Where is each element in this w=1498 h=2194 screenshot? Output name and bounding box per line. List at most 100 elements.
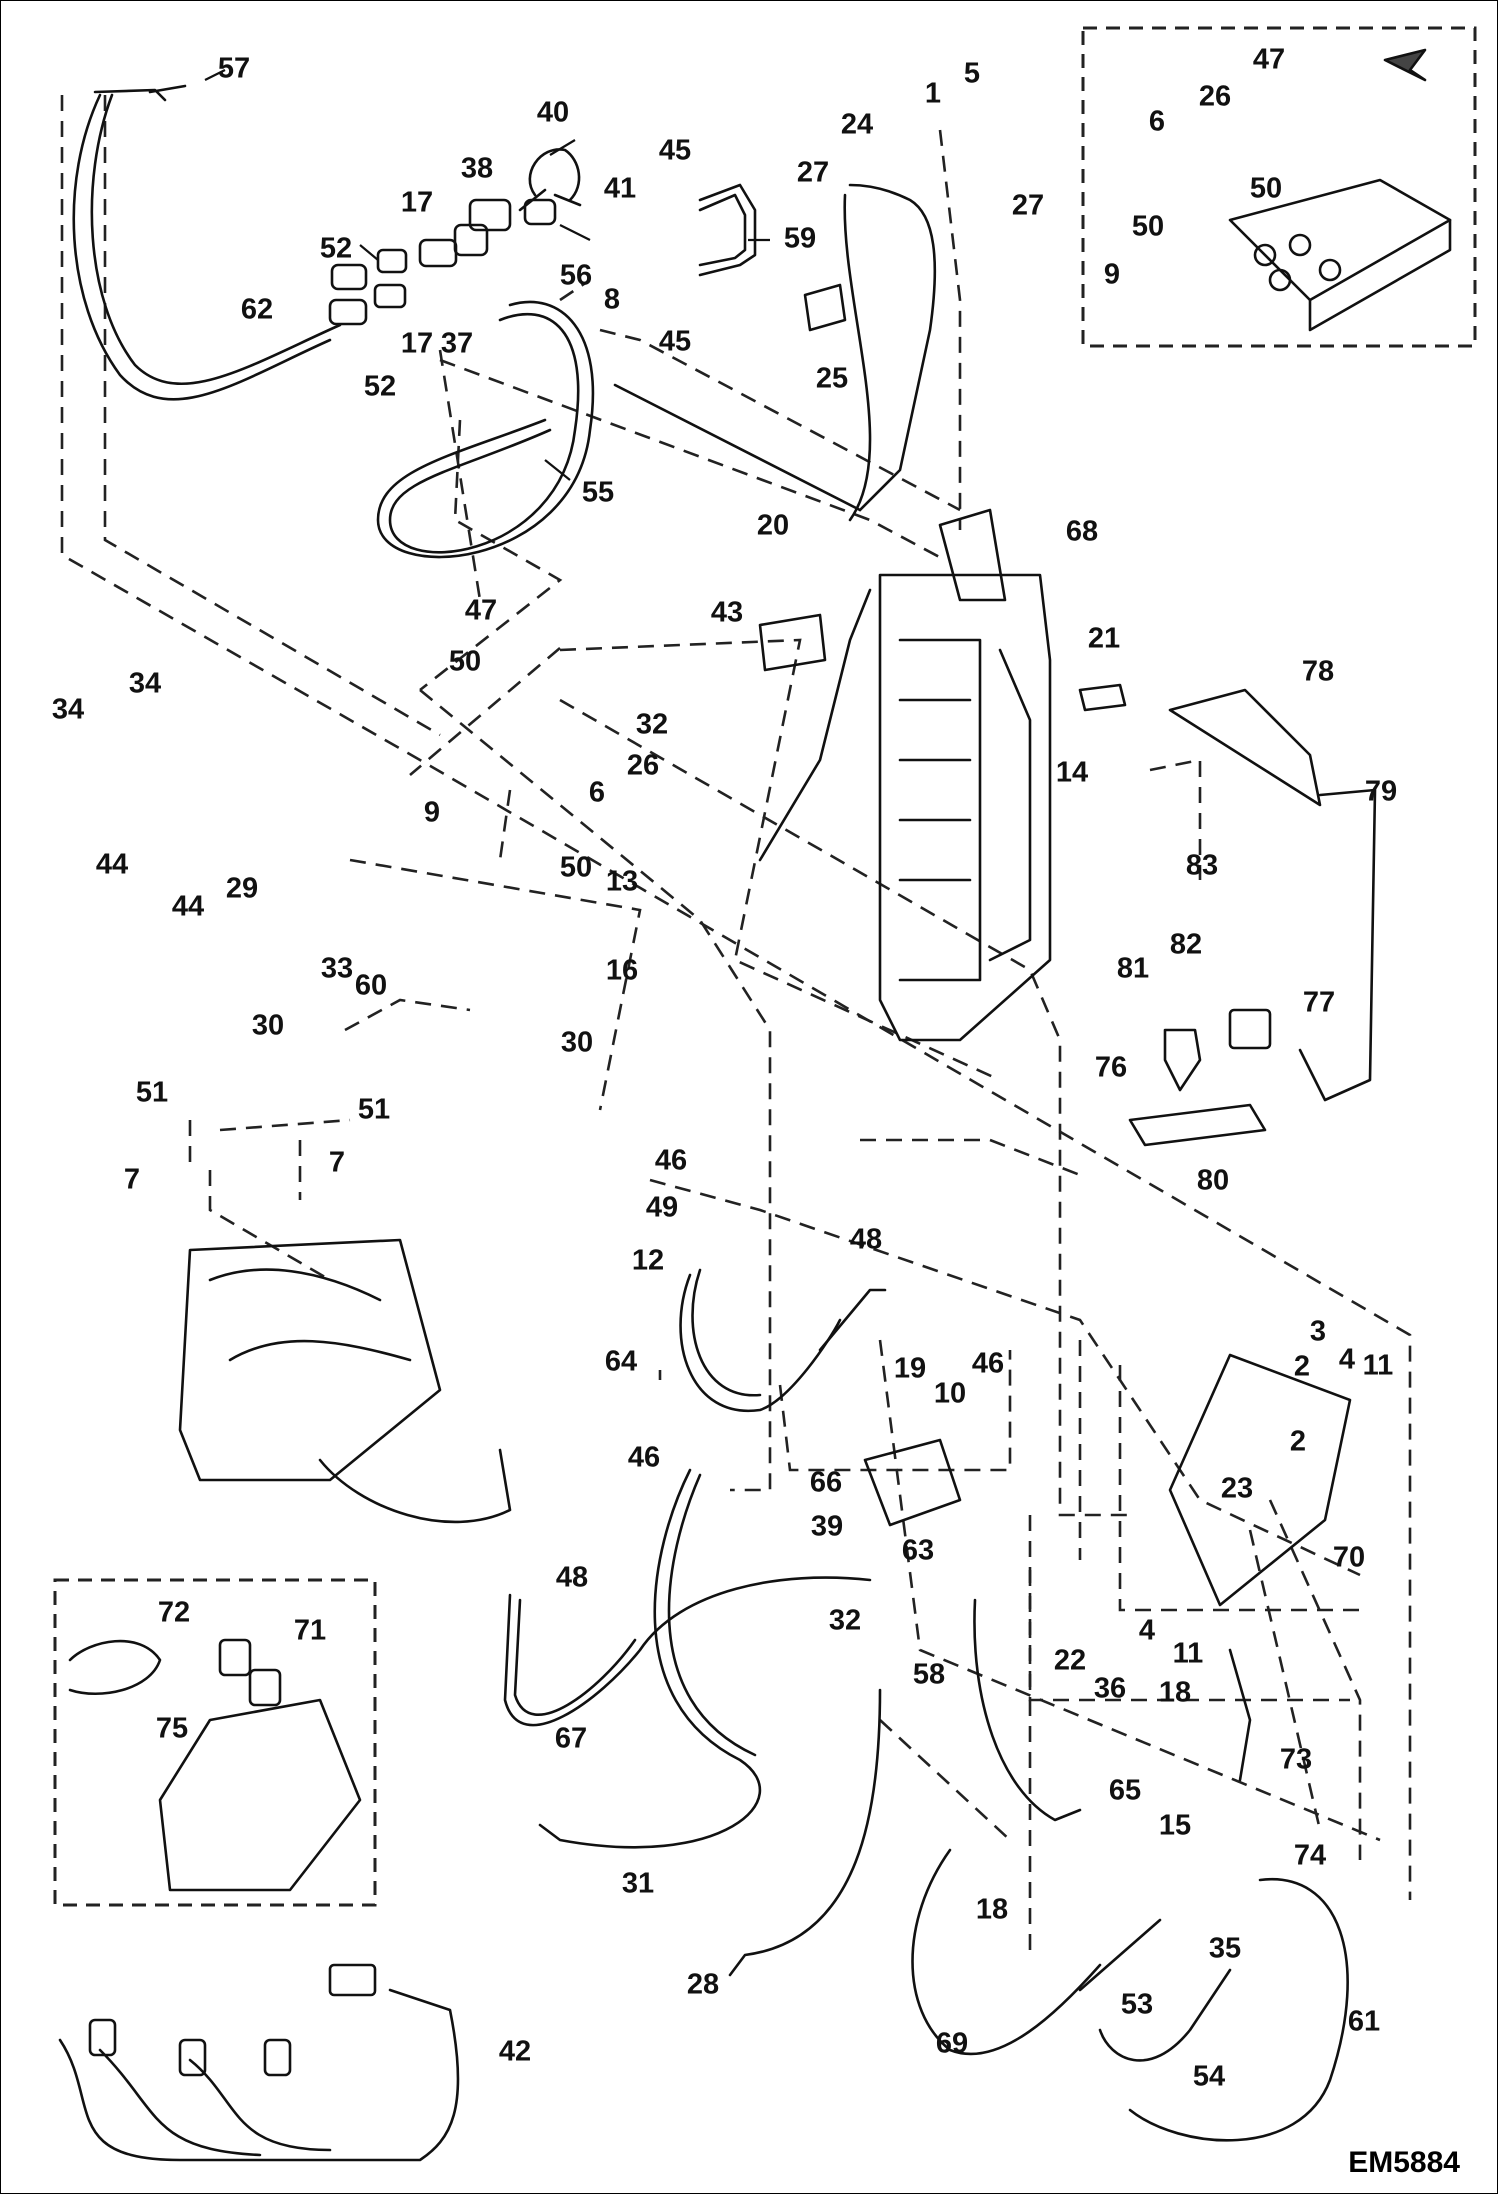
callout-12: 12 <box>632 1245 664 1277</box>
callout-66: 66 <box>810 1467 842 1499</box>
callout-61: 61 <box>1348 2006 1380 2038</box>
callout-63: 63 <box>902 1535 934 1567</box>
callout-67: 67 <box>555 1723 587 1755</box>
callout-29: 29 <box>226 873 258 905</box>
callout-22: 22 <box>1054 1645 1086 1677</box>
callout-7: 7 <box>329 1147 345 1179</box>
inset-frame-bottom-left <box>53 1578 377 1907</box>
callout-73: 73 <box>1280 1744 1312 1776</box>
callout-15: 15 <box>1159 1810 1191 1842</box>
callout-46: 46 <box>628 1442 660 1474</box>
callout-80: 80 <box>1197 1165 1229 1197</box>
inset-bottom-left-artwork <box>68 1638 362 1892</box>
callout-45: 45 <box>659 135 691 167</box>
callout-47: 47 <box>1253 44 1285 76</box>
callout-54: 54 <box>1193 2061 1225 2093</box>
callout-32: 32 <box>636 709 668 741</box>
callout-77: 77 <box>1303 987 1335 1019</box>
callout-40: 40 <box>537 97 569 129</box>
callout-24: 24 <box>841 109 873 141</box>
callout-56: 56 <box>560 260 592 292</box>
callout-28: 28 <box>687 1969 719 2001</box>
callout-38: 38 <box>461 153 493 185</box>
callout-39: 39 <box>811 1511 843 1543</box>
callout-25: 25 <box>816 363 848 395</box>
callout-9: 9 <box>424 797 440 829</box>
callout-18: 18 <box>1159 1677 1191 1709</box>
callout-71: 71 <box>294 1615 326 1647</box>
callout-50: 50 <box>1132 211 1164 243</box>
callout-2: 2 <box>1294 1351 1310 1383</box>
callout-18: 18 <box>976 1894 1008 1926</box>
callout-27: 27 <box>1012 190 1044 222</box>
wire-harness-42 <box>58 1963 460 2162</box>
callout-26: 26 <box>1199 81 1231 113</box>
callout-55: 55 <box>582 477 614 509</box>
control-valve-block <box>178 1238 512 1524</box>
callout-19: 19 <box>894 1353 926 1385</box>
callout-53: 53 <box>1121 1989 1153 2021</box>
callout-17: 17 <box>401 328 433 360</box>
callout-11: 11 <box>1363 1350 1394 1382</box>
callout-41: 41 <box>604 173 636 205</box>
callout-4: 4 <box>1339 1344 1355 1376</box>
cylinder-housing-68 <box>758 508 1052 1042</box>
callout-10: 10 <box>934 1378 966 1410</box>
callout-34: 34 <box>52 694 84 726</box>
callout-75: 75 <box>156 1713 188 1745</box>
callout-60: 60 <box>355 970 387 1002</box>
drawing-number: EM5884 <box>1348 2146 1460 2179</box>
callout-6: 6 <box>589 777 605 809</box>
callout-6: 6 <box>1149 106 1165 138</box>
dashed-routing-lines <box>60 95 1412 1960</box>
callout-30: 30 <box>561 1027 593 1059</box>
leader-ticks <box>204 69 770 481</box>
callout-52: 52 <box>364 371 396 403</box>
callout-69: 69 <box>936 2028 968 2060</box>
callout-8: 8 <box>604 284 620 316</box>
callout-48: 48 <box>850 1224 882 1256</box>
fitting-cluster-upper-left <box>328 148 582 326</box>
callout-79: 79 <box>1365 776 1397 808</box>
callout-32: 32 <box>829 1605 861 1637</box>
callout-9: 9 <box>1104 259 1120 291</box>
callout-2: 2 <box>1290 1426 1306 1458</box>
callout-45: 45 <box>659 326 691 358</box>
callout-46: 46 <box>655 1145 687 1177</box>
callout-51: 51 <box>358 1094 390 1126</box>
callout-16: 16 <box>606 955 638 987</box>
callout-37: 37 <box>441 328 473 360</box>
callout-33: 33 <box>321 953 353 985</box>
callout-64: 64 <box>605 1346 637 1378</box>
callout-42: 42 <box>499 2036 531 2068</box>
callout-23: 23 <box>1221 1473 1253 1505</box>
callout-27: 27 <box>797 157 829 189</box>
inset-valve-body <box>1228 48 1452 332</box>
callout-labels: 1 2 2 3 4 4 5 6 6 7 7 8 9 9 10 11 11 12 … <box>52 44 1397 2093</box>
callout-72: 72 <box>158 1597 190 1629</box>
callout-50: 50 <box>449 646 481 678</box>
callout-7: 7 <box>124 1164 140 1196</box>
callout-43: 43 <box>711 597 743 629</box>
callout-49: 49 <box>646 1192 678 1224</box>
callout-47: 47 <box>465 595 497 627</box>
callout-58: 58 <box>913 1659 945 1691</box>
callout-82: 82 <box>1170 929 1202 961</box>
callout-68: 68 <box>1066 516 1098 548</box>
callout-20: 20 <box>757 510 789 542</box>
part-artwork <box>58 48 1452 2162</box>
callout-13: 13 <box>606 866 638 898</box>
callout-76: 76 <box>1095 1052 1127 1084</box>
callout-74: 74 <box>1294 1840 1326 1872</box>
callout-62: 62 <box>241 294 273 326</box>
callout-78: 78 <box>1302 656 1334 688</box>
callout-48: 48 <box>556 1562 588 1594</box>
inset-frame-top-right <box>1081 26 1477 348</box>
callout-31: 31 <box>622 1868 654 1900</box>
callout-44: 44 <box>96 849 128 881</box>
callout-52: 52 <box>320 233 352 265</box>
callout-51: 51 <box>136 1077 168 1109</box>
callout-17: 17 <box>401 187 433 219</box>
callout-57: 57 <box>218 53 250 85</box>
